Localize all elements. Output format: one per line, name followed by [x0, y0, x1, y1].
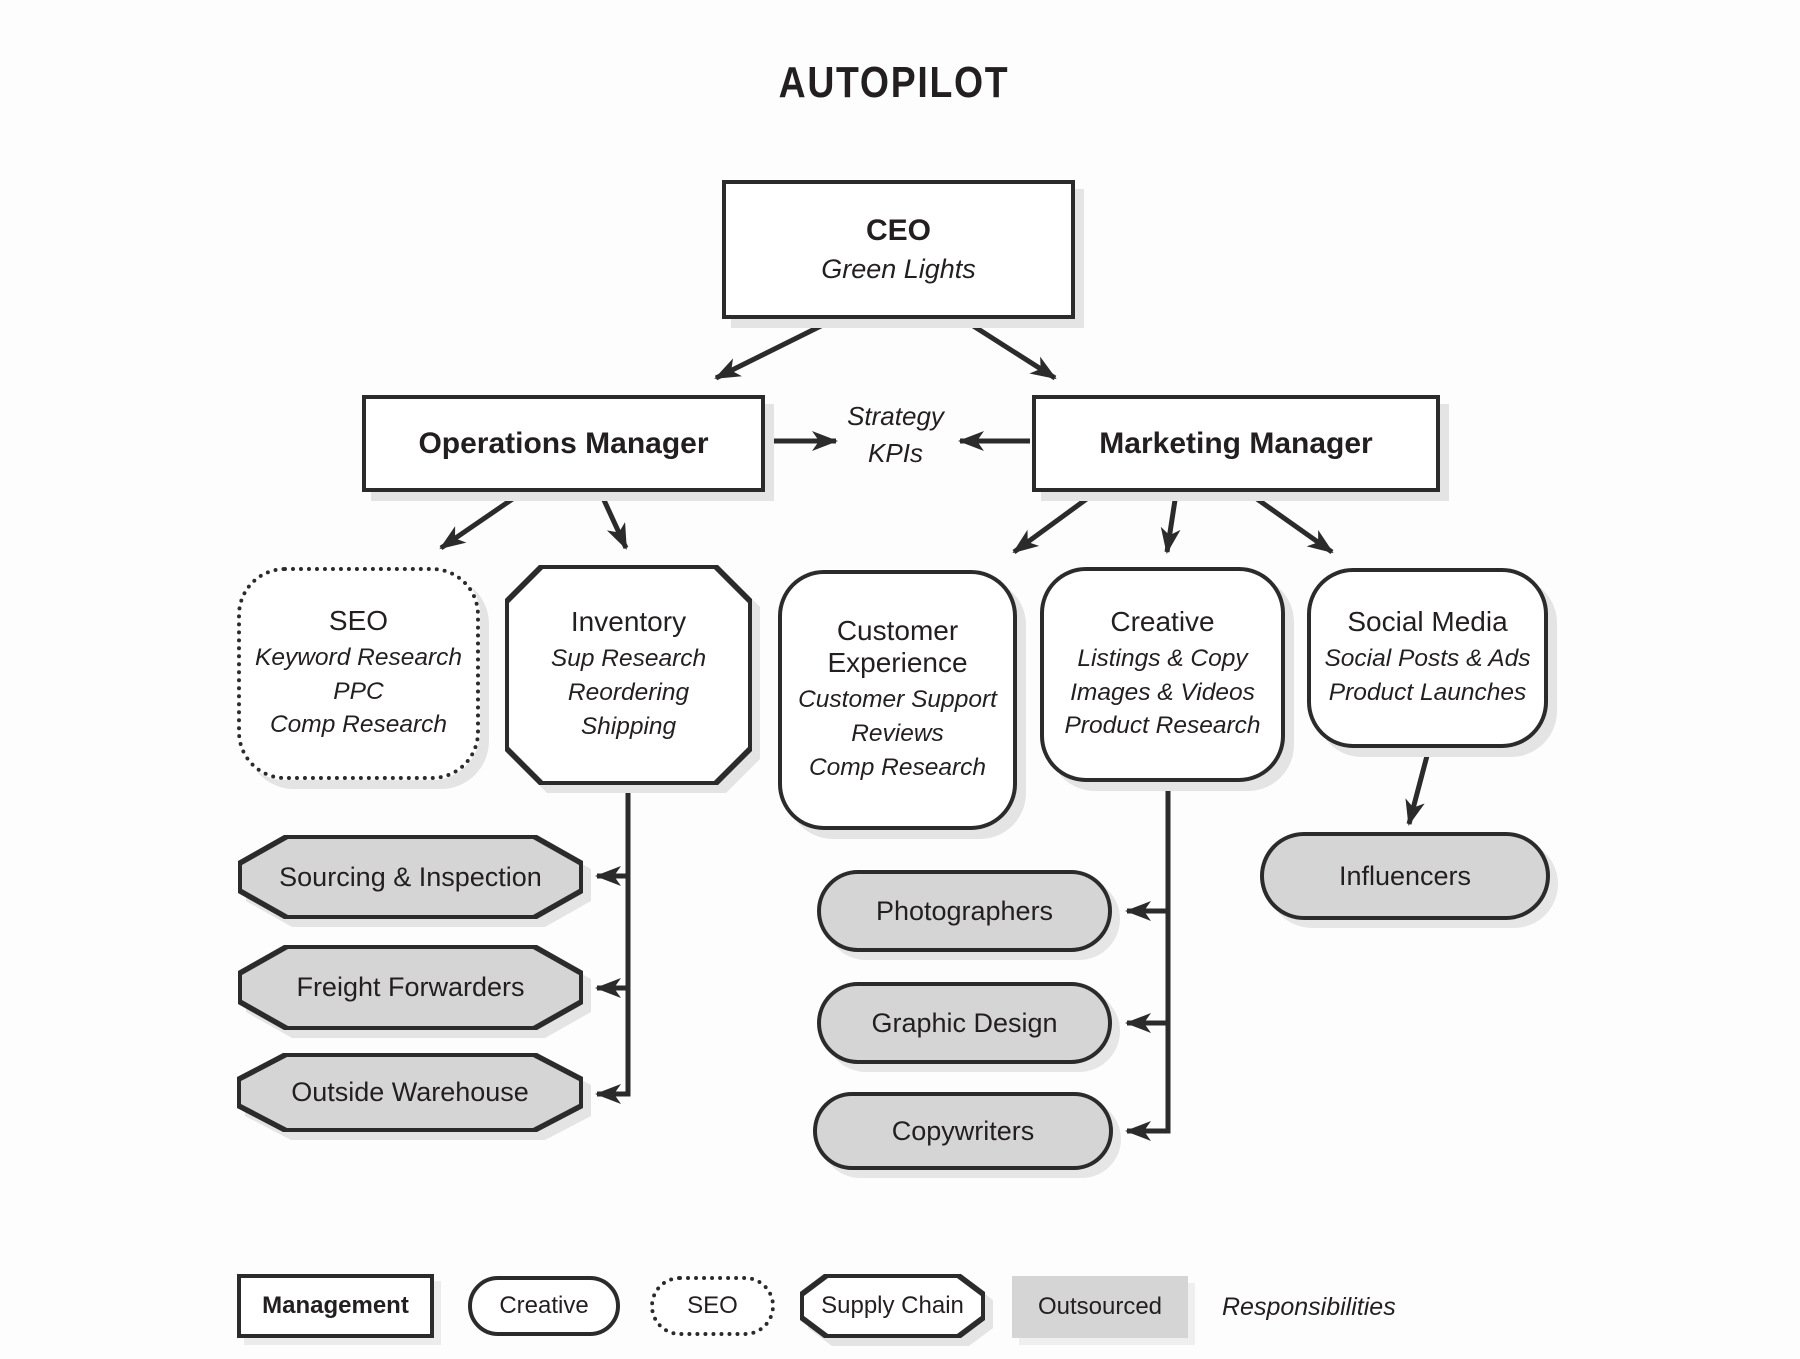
- node-seo-item: Comp Research: [269, 711, 447, 739]
- node-freight-label: Freight Forwarders: [296, 972, 525, 1002]
- node-freight-forwarders: Freight Forwarders: [238, 945, 583, 1030]
- shared-goals-label: Strategy KPIs: [793, 398, 998, 472]
- node-customer-experience-title: Customer Experience: [827, 615, 968, 679]
- node-creative: Creative Listings & Copy Images & Videos…: [1040, 567, 1285, 782]
- node-creative-title: Creative: [1110, 605, 1215, 637]
- legend-creative: Creative: [468, 1276, 620, 1336]
- legend-outsourced: Outsourced: [1012, 1276, 1188, 1338]
- node-operations-manager: Operations Manager: [362, 395, 765, 492]
- node-inventory-item: Sup Research: [550, 645, 707, 673]
- node-inventory-title: Inventory: [570, 606, 687, 638]
- node-ceo-title: CEO: [865, 214, 931, 247]
- node-influencers: Influencers: [1260, 832, 1550, 920]
- arrow-operations-to-inventory: [595, 485, 629, 550]
- node-customer-experience-item: Comp Research: [808, 754, 986, 782]
- node-seo-item: Keyword Research: [255, 643, 462, 671]
- node-copywriters: Copywriters: [813, 1092, 1113, 1170]
- node-graphic-design: Graphic Design: [817, 982, 1112, 1064]
- page-title: AUTOPILOT: [778, 58, 1010, 107]
- shared-goals-line2: KPIs: [868, 438, 923, 468]
- node-creative-item: Images & Videos: [1070, 678, 1255, 706]
- node-warehouse-label: Outside Warehouse: [291, 1077, 529, 1107]
- node-customer-experience-item: Reviews: [851, 720, 944, 748]
- node-inventory-item: Reordering: [567, 679, 690, 707]
- node-customer-experience-item: Customer Support: [798, 686, 997, 714]
- node-copywriters-label: Copywriters: [891, 1115, 1035, 1146]
- legend-outsourced-label: Outsourced: [1037, 1293, 1163, 1320]
- node-marketing-manager: Marketing Manager: [1032, 395, 1440, 492]
- node-graphic-design-label: Graphic Design: [871, 1007, 1058, 1038]
- node-seo-title: SEO: [328, 604, 389, 636]
- legend-responsibilities-label: Responsibilities: [1222, 1292, 1396, 1321]
- arrow-operations-to-seo: [439, 484, 532, 551]
- arrow-marketing-to-customer-experience: [1012, 484, 1105, 555]
- arrow-ceo-to-operations: [714, 310, 849, 381]
- node-social-media-item: Product Launches: [1328, 679, 1527, 707]
- node-outside-warehouse: Outside Warehouse: [237, 1053, 583, 1132]
- node-inventory-item: Shipping: [580, 712, 677, 740]
- node-seo-item: PPC: [333, 677, 384, 705]
- legend-management-label: Management: [262, 1292, 409, 1319]
- node-inventory: Inventory Sup Research Reordering Shippi…: [505, 565, 752, 785]
- node-customer-experience: Customer Experience Customer Support Rev…: [778, 570, 1017, 830]
- node-ceo-subtitle: Green Lights: [821, 254, 976, 284]
- legend-supply-chain-label: Supply Chain: [821, 1292, 964, 1319]
- node-social-media-title: Social Media: [1347, 606, 1508, 638]
- arrow-social-media-to-influencers: [1405, 751, 1431, 826]
- legend-seo-label: SEO: [687, 1292, 738, 1319]
- node-photographers: Photographers: [817, 870, 1112, 952]
- node-seo: SEO Keyword Research PPC Comp Research: [237, 567, 480, 780]
- node-photographers-label: Photographers: [875, 895, 1054, 926]
- legend-seo: SEO: [650, 1276, 775, 1336]
- node-social-media-item: Social Posts & Ads: [1324, 645, 1531, 673]
- legend-management: Management: [237, 1274, 434, 1338]
- arrow-ceo-to-marketing: [951, 310, 1057, 381]
- legend-responsibilities: Responsibilities: [1222, 1276, 1396, 1338]
- node-sourcing-inspection: Sourcing & Inspection: [238, 835, 583, 919]
- node-social-media: Social Media Social Posts & Ads Product …: [1307, 568, 1548, 748]
- line-inventory-to-warehouse: [595, 785, 631, 1104]
- arrow-marketing-to-creative: [1160, 486, 1181, 554]
- node-creative-item: Listings & Copy: [1077, 644, 1248, 672]
- node-influencers-label: Influencers: [1338, 860, 1472, 891]
- node-sourcing-label: Sourcing & Inspection: [279, 861, 542, 892]
- arrow-marketing-to-social-media: [1238, 484, 1334, 555]
- node-marketing-title: Marketing Manager: [1099, 426, 1373, 460]
- line-creative-to-copywriters: [1125, 784, 1171, 1141]
- legend-supply-chain: Supply Chain: [800, 1274, 985, 1338]
- node-operations-title: Operations Manager: [418, 426, 709, 460]
- legend-creative-label: Creative: [499, 1292, 589, 1319]
- node-ceo: CEO Green Lights: [722, 180, 1075, 319]
- shared-goals-line1: Strategy: [847, 401, 944, 431]
- node-creative-item: Product Research: [1064, 712, 1261, 740]
